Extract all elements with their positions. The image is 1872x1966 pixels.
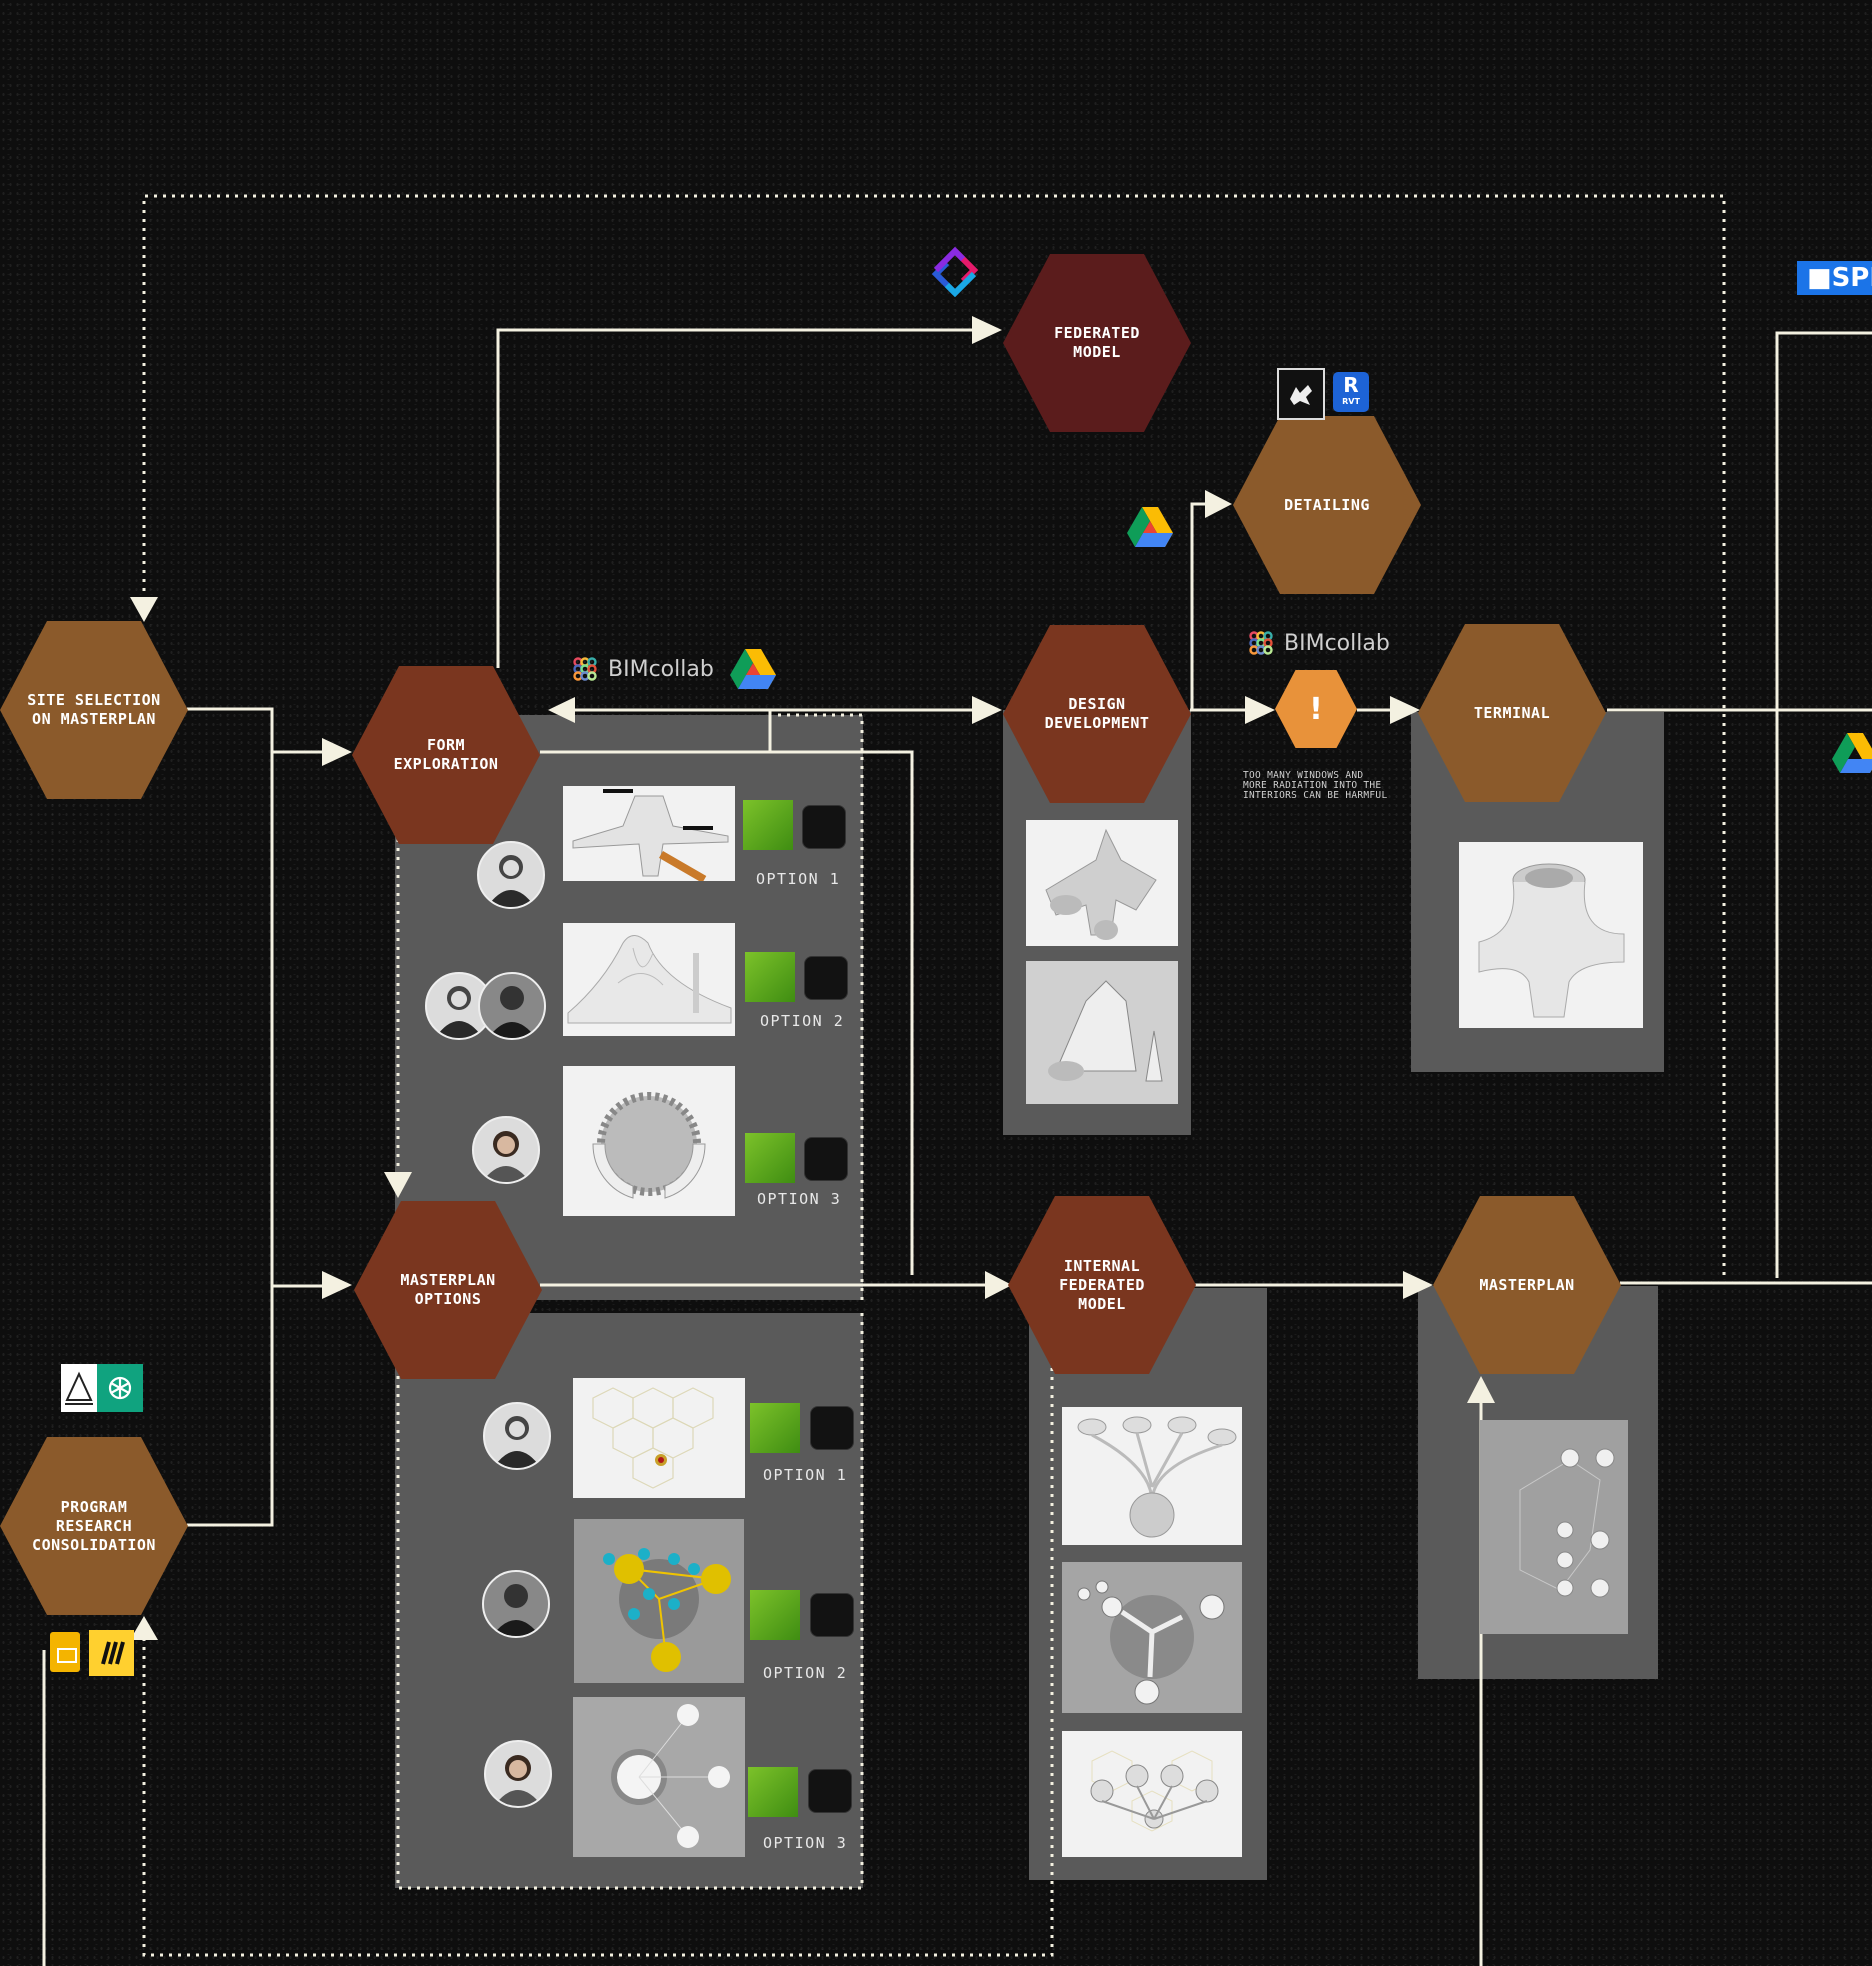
- form-option-3-render[interactable]: [563, 1066, 735, 1216]
- design-development-render-2[interactable]: [1026, 961, 1178, 1104]
- node-masterplan[interactable]: MASTERPLAN: [1433, 1196, 1621, 1374]
- google-drive-icon: [1127, 507, 1173, 547]
- revit-icon: R RVT: [1333, 372, 1369, 412]
- grasshopper-icon: [745, 952, 795, 1002]
- rhino-icon: [810, 1593, 854, 1637]
- bimcollab-label: BIMcollab: [1284, 630, 1390, 656]
- design-development-render-1[interactable]: [1026, 820, 1178, 946]
- rhino-icon: [810, 1406, 854, 1450]
- revit-letter: R: [1343, 373, 1359, 397]
- terminal-render[interactable]: [1459, 842, 1643, 1028]
- speckle-label: SPE: [1831, 263, 1872, 293]
- google-slides-icon: [50, 1632, 80, 1672]
- masterplan-option-1-render[interactable]: [573, 1378, 745, 1498]
- masterplan-option-1-label: OPTION 1: [763, 1466, 848, 1484]
- chatgpt-icon: [97, 1364, 143, 1412]
- rhino-icon: [804, 1137, 848, 1181]
- form-option-1-label: OPTION 1: [756, 870, 841, 888]
- node-detailing[interactable]: DETAILING: [1233, 416, 1421, 594]
- form-option-2-label: OPTION 2: [760, 1012, 845, 1030]
- google-drive-icon: [1832, 733, 1872, 773]
- bimcollab-logo: BIMcollab: [572, 656, 714, 682]
- masterplan-render[interactable]: [1480, 1420, 1628, 1634]
- node-form-exploration[interactable]: FORM EXPLORATION: [352, 666, 540, 844]
- team-member-avatar: [482, 1570, 550, 1638]
- form-option-3-label: OPTION 3: [757, 1190, 842, 1208]
- team-member-avatar: [472, 1116, 540, 1184]
- team-member-avatar: [478, 972, 546, 1040]
- google-drive-icon: [730, 649, 776, 689]
- internal-federated-render-3[interactable]: [1062, 1731, 1242, 1857]
- form-option-1-render[interactable]: [563, 786, 735, 881]
- grasshopper-icon: [750, 1403, 800, 1453]
- masterplan-option-2-label: OPTION 2: [763, 1664, 848, 1682]
- miro-icon: [89, 1630, 134, 1676]
- revit-sub: RVT: [1342, 397, 1360, 406]
- warning-note: TOO MANY WINDOWS AND MORE RADIATION INTO…: [1243, 770, 1388, 801]
- team-member-avatar: [483, 1402, 551, 1470]
- masterplan-option-2-render[interactable]: [574, 1519, 744, 1683]
- speckle-icon: ■: [1807, 263, 1832, 293]
- masterplan-option-3-render[interactable]: [573, 1697, 745, 1857]
- node-terminal[interactable]: TERMINAL: [1418, 624, 1606, 802]
- rhino-icon: [808, 1769, 852, 1813]
- internal-federated-render-1[interactable]: [1062, 1407, 1242, 1545]
- speckle-badge[interactable]: ■SPE: [1797, 261, 1872, 295]
- node-internal-federated-model[interactable]: INTERNAL FEDERATED MODEL: [1008, 1196, 1196, 1374]
- masterplan-option-3-label: OPTION 3: [763, 1834, 848, 1852]
- midjourney-icon: [61, 1364, 97, 1412]
- ifc-icon: [931, 247, 979, 297]
- bimcollab-icon: [1249, 631, 1273, 655]
- team-member-avatar: [484, 1740, 552, 1808]
- grasshopper-icon: [748, 1767, 798, 1817]
- bimcollab-label: BIMcollab: [608, 656, 714, 682]
- bimcollab-icon: [573, 657, 597, 681]
- form-option-2-render[interactable]: [563, 923, 735, 1036]
- node-federated-model[interactable]: FEDERATED MODEL: [1003, 254, 1191, 432]
- grasshopper-icon: [745, 1133, 795, 1183]
- grasshopper-icon: [743, 800, 793, 850]
- node-design-development[interactable]: DESIGN DEVELOPMENT: [1003, 625, 1191, 803]
- rhino-icon: [804, 956, 848, 1000]
- rhino-icon: [802, 805, 846, 849]
- bimcollab-logo: BIMcollab: [1248, 630, 1390, 656]
- rhino-icon: [1277, 368, 1325, 420]
- node-site-selection[interactable]: SITE SELECTION ON MASTERPLAN: [0, 621, 188, 799]
- internal-federated-render-2[interactable]: [1062, 1562, 1242, 1713]
- grasshopper-icon: [750, 1590, 800, 1640]
- team-member-avatar: [477, 841, 545, 909]
